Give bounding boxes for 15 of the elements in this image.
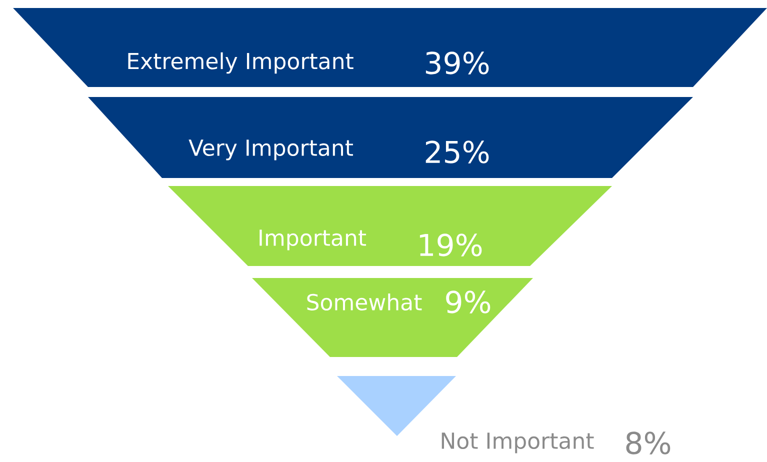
funnel-label: Extremely Important — [128, 52, 354, 74]
funnel-band — [252, 278, 533, 357]
funnel-band — [337, 376, 670, 454]
funnel-label: Somewhat — [307, 293, 422, 310]
funnel-band — [168, 186, 612, 266]
percentage-label: 39% — [426, 52, 489, 74]
funnel-label: Important — [260, 230, 366, 250]
funnel-label: Very Important — [188, 140, 353, 160]
funnel-band — [88, 97, 693, 178]
percentage-label: 8% — [626, 432, 670, 454]
percentage-label: 19% — [420, 234, 482, 256]
funnel-label: Not Important — [442, 432, 594, 454]
funnel-band — [13, 8, 767, 87]
percentage-label: 25% — [426, 140, 489, 164]
percentage-label: 9% — [446, 290, 490, 314]
